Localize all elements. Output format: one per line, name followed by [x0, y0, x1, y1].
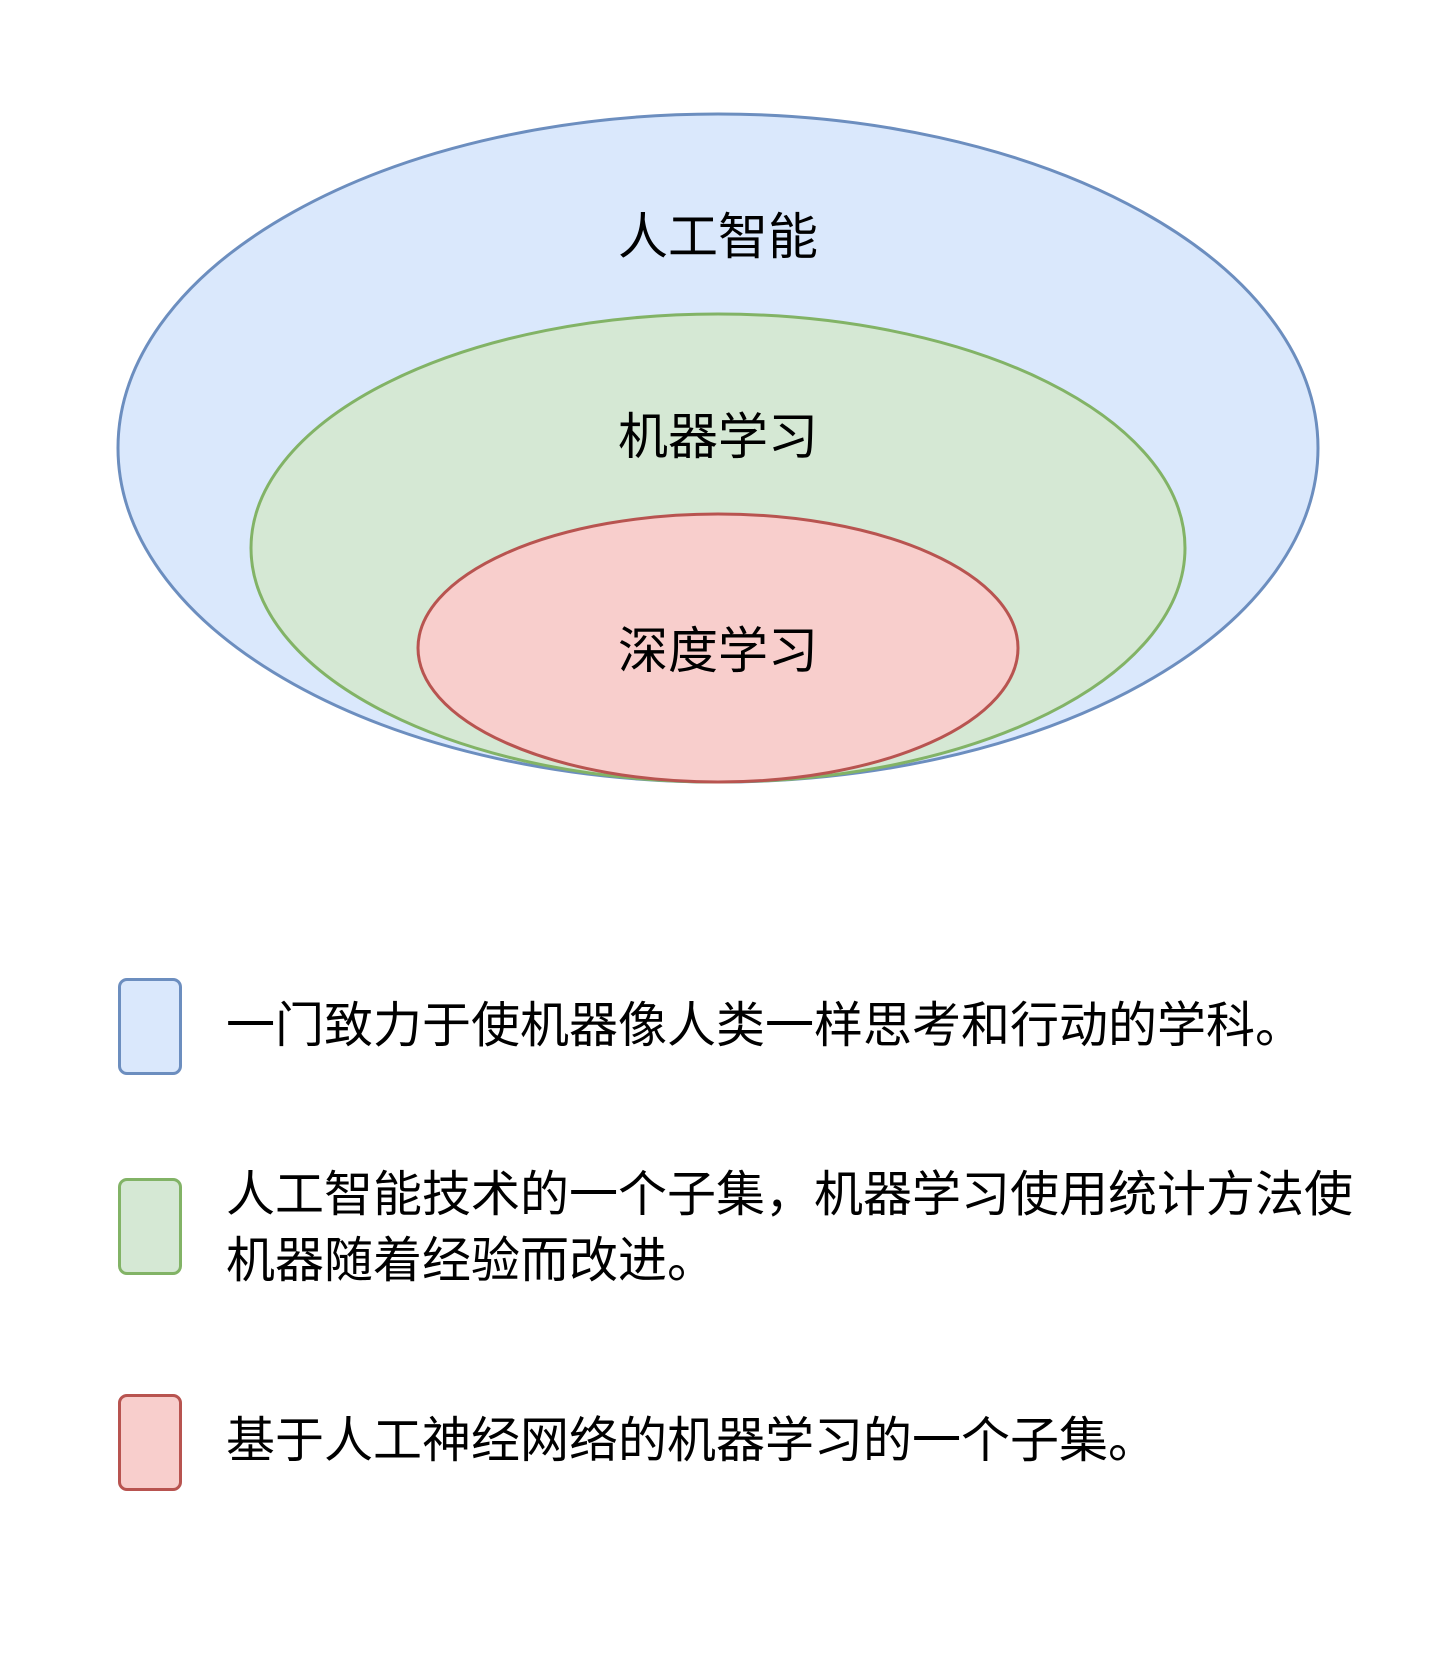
machine-learning-label: 机器学习 [618, 408, 818, 466]
deep-learning-ellipse [416, 512, 1020, 784]
machine-learning-description: 人工智能技术的一个子集，机器学习使用统计方法使机器随着经验而改进。 [226, 1166, 1354, 1289]
deep-learning-color-swatch [118, 1394, 182, 1491]
legend-item-deep-learning: 基于人工神经网络的机器学习的一个子集。 [118, 1394, 1376, 1491]
deep-learning-label: 深度学习 [618, 622, 818, 680]
legend-item-machine-learning: 人工智能技术的一个子集，机器学习使用统计方法使机器随着经验而改进。 [118, 1166, 1376, 1294]
ai-description: 一门致力于使机器像人类一样思考和行动的学科。 [226, 997, 1305, 1054]
deep-learning-description: 基于人工神经网络的机器学习的一个子集。 [226, 1412, 1158, 1469]
machine-learning-color-swatch [118, 1178, 182, 1275]
nested-sets-diagram: 人工智能 机器学习 深度学习 [116, 112, 1320, 784]
ai-color-swatch [118, 978, 182, 1075]
legend-item-ai: 一门致力于使机器像人类一样思考和行动的学科。 [118, 978, 1376, 1075]
ai-label: 人工智能 [618, 208, 818, 266]
